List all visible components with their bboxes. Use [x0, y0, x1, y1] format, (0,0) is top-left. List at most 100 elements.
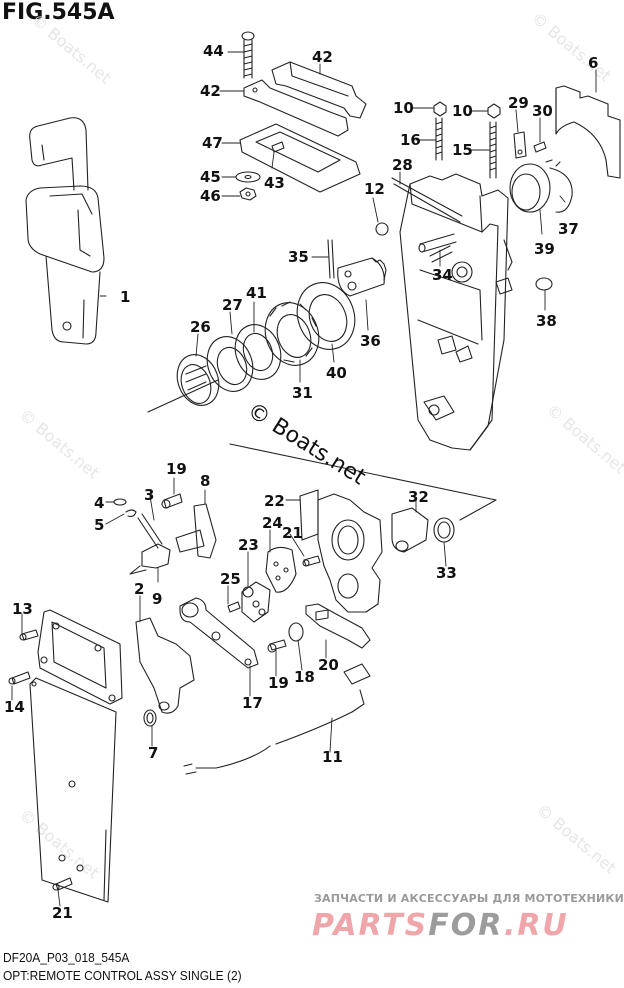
part-20-plate	[305, 603, 371, 649]
part-41-washer	[234, 324, 282, 380]
figure-description: OPT:REMOTE CONTROL ASSY SINGLE (2)	[3, 968, 242, 983]
callout-34[interactable]: 34	[432, 266, 453, 284]
callout-27[interactable]: 27	[222, 296, 243, 314]
callout-35[interactable]: 35	[288, 248, 309, 266]
part-21-screw	[302, 555, 321, 567]
part-33-washer	[433, 517, 455, 543]
callout-43[interactable]: 43	[264, 174, 285, 192]
part-23-plate	[241, 581, 271, 623]
part-40-washer	[296, 282, 356, 350]
callout-18[interactable]: 18	[294, 668, 315, 686]
part-15-stud	[489, 121, 497, 179]
callout-25[interactable]: 25	[220, 570, 241, 588]
callout-33[interactable]: 33	[436, 564, 457, 582]
group-divider-line	[229, 443, 497, 501]
callout-1[interactable]: 1	[120, 288, 131, 306]
part-43-screw	[271, 141, 285, 153]
callout-8[interactable]: 8	[200, 472, 211, 490]
brand-logo: PARTSFOR.RU	[312, 908, 569, 943]
callout-26[interactable]: 26	[190, 318, 211, 336]
part-35-pin	[327, 239, 335, 279]
callout-42[interactable]: 42	[312, 48, 333, 66]
part-14-screw	[8, 671, 31, 685]
figure-code: DF20A_P03_018_545A	[3, 950, 130, 965]
callout-7[interactable]: 7	[148, 744, 159, 762]
callout-46[interactable]: 46	[200, 187, 221, 205]
leader-lines	[11, 51, 597, 907]
part-25-screw	[227, 601, 241, 613]
part-31-gear-ring	[264, 301, 320, 366]
callout-17[interactable]: 17	[242, 694, 263, 712]
callout-21[interactable]: 21	[282, 524, 303, 542]
main-housing	[399, 173, 513, 451]
callout-30[interactable]: 30	[532, 102, 553, 120]
callout-44[interactable]: 44	[203, 42, 224, 60]
callout-10[interactable]: 10	[452, 102, 473, 120]
callout-39[interactable]: 39	[534, 240, 555, 258]
callout-38[interactable]: 38	[536, 312, 557, 330]
group-divider-line	[459, 499, 497, 521]
callout-45[interactable]: 45	[200, 168, 221, 186]
callout-24[interactable]: 24	[262, 514, 283, 532]
part-side-plate	[29, 677, 117, 903]
callout-47[interactable]: 47	[202, 134, 223, 152]
callout-28[interactable]: 28	[392, 156, 413, 174]
callout-2[interactable]: 2	[134, 580, 145, 598]
callout-13[interactable]: 13	[12, 600, 33, 618]
callout-40[interactable]: 40	[326, 364, 347, 382]
part-9-lever	[129, 543, 171, 575]
callout-29[interactable]: 29	[508, 94, 529, 112]
part-30-screw	[533, 141, 547, 153]
callout-21[interactable]: 21	[52, 904, 73, 922]
brand-logo-part1: PARTS	[312, 908, 429, 943]
callout-19[interactable]: 19	[166, 460, 187, 478]
callout-31[interactable]: 31	[292, 384, 313, 402]
part-32-cam	[391, 507, 429, 553]
part-42-bracket-upper	[271, 61, 367, 119]
callout-36[interactable]: 36	[360, 332, 381, 350]
callout-10[interactable]: 10	[393, 99, 414, 117]
part-39-bushing	[509, 163, 551, 213]
part-19-bolt	[161, 493, 183, 509]
part-44-screw	[241, 31, 255, 79]
callout-32[interactable]: 32	[408, 488, 429, 506]
part-27-washer	[206, 336, 254, 392]
callout-5[interactable]: 5	[94, 516, 105, 534]
callout-37[interactable]: 37	[558, 220, 579, 238]
callout-11[interactable]: 11	[322, 748, 343, 766]
part-16-stud	[435, 117, 443, 161]
part-45-washer	[235, 171, 261, 183]
callout-23[interactable]: 23	[238, 536, 259, 554]
callout-14[interactable]: 14	[4, 698, 25, 716]
callout-6[interactable]: 6	[588, 54, 599, 72]
part-36-gear-drum	[337, 257, 387, 297]
callout-19[interactable]: 19	[268, 674, 289, 692]
part-42-bracket-lower	[243, 79, 349, 137]
part-4-washer	[113, 498, 127, 506]
part-37-circlip	[545, 159, 573, 213]
part-22-housing	[317, 493, 383, 613]
part-18-washer	[288, 622, 304, 642]
callout-12[interactable]: 12	[364, 180, 385, 198]
callout-22[interactable]: 22	[264, 492, 285, 510]
callout-41[interactable]: 41	[246, 284, 267, 302]
callout-4[interactable]: 4	[94, 494, 105, 512]
callout-42[interactable]: 42	[200, 82, 221, 100]
part-12-cap	[375, 222, 389, 236]
callout-20[interactable]: 20	[318, 656, 339, 674]
part-1-control-handle	[25, 117, 105, 345]
callout-3[interactable]: 3	[144, 486, 155, 504]
part-bracket-frame	[37, 609, 123, 705]
part-21-screw-lower	[52, 877, 73, 891]
part-5-clip	[125, 509, 137, 518]
part-26-bushing	[176, 354, 220, 406]
part-8-bracket	[175, 503, 217, 559]
callout-16[interactable]: 16	[400, 131, 421, 149]
callout-15[interactable]: 15	[452, 141, 473, 159]
part-2-cover	[135, 617, 195, 714]
part-11-harness	[183, 663, 371, 775]
part-3-shaft	[137, 513, 163, 549]
part-6-cover	[555, 85, 621, 179]
callout-9[interactable]: 9	[152, 590, 163, 608]
